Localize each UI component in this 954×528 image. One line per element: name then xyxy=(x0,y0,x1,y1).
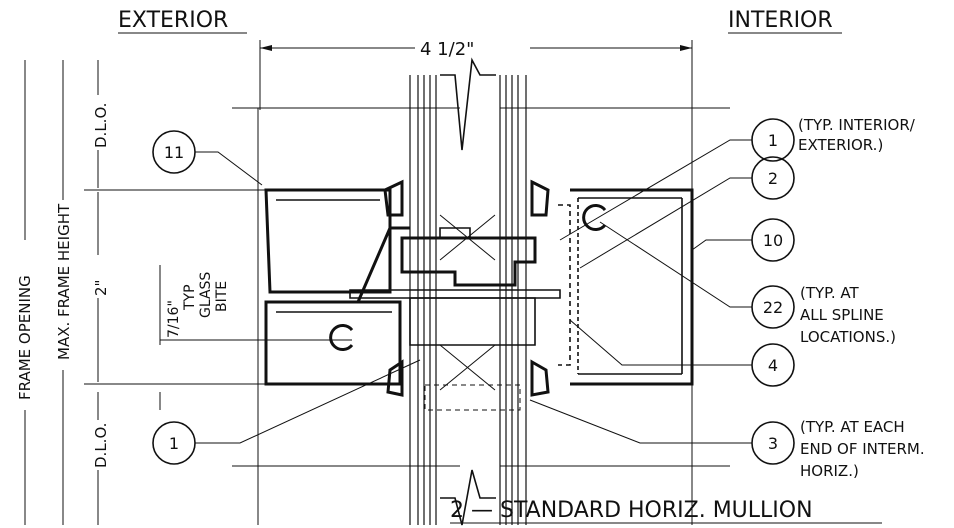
svg-text:(TYP. AT: (TYP. AT xyxy=(800,284,860,302)
callout-11: 11 xyxy=(152,130,196,174)
svg-text:10: 10 xyxy=(763,231,783,250)
svg-text:HORIZ.): HORIZ.) xyxy=(800,462,859,480)
interior-heading: INTERIOR xyxy=(728,8,833,33)
callout-1-top: 1 (TYP. INTERIOR/ EXTERIOR.) xyxy=(751,116,916,162)
callout-2: 2 xyxy=(751,156,795,200)
svg-text:LOCATIONS.): LOCATIONS.) xyxy=(800,328,896,346)
svg-text:1: 1 xyxy=(169,434,179,453)
dlo-top-label: D.L.O. xyxy=(92,103,110,148)
svg-text:3: 3 xyxy=(768,434,778,453)
svg-text:(TYP. AT EACH: (TYP. AT EACH xyxy=(800,418,905,436)
callout-22: 22 (TYP. AT ALL SPLINE LOCATIONS.) xyxy=(751,284,896,346)
exterior-frame-profile xyxy=(264,188,410,386)
svg-text:END OF INTERM.: END OF INTERM. xyxy=(800,440,925,458)
drawing-title: 2 — STANDARD HORIZ. MULLION xyxy=(450,498,813,523)
svg-text:2: 2 xyxy=(768,169,778,188)
svg-text:11: 11 xyxy=(164,143,184,162)
callout-3: 3 (TYP. AT EACH END OF INTERM. HORIZ.) xyxy=(751,418,925,480)
mullion-core xyxy=(349,227,561,411)
exterior-heading: EXTERIOR xyxy=(118,8,228,33)
callout-10: 10 xyxy=(751,218,795,262)
callout-1-bottom: 1 xyxy=(152,421,196,465)
dlo-bottom-label: D.L.O. xyxy=(92,423,110,468)
spline-clip-exterior xyxy=(329,324,354,351)
width-dimension: 4 1/2" xyxy=(420,39,474,60)
glass-bite-2: TYP xyxy=(182,284,198,311)
svg-text:4: 4 xyxy=(768,356,778,375)
glass-lites xyxy=(409,57,527,526)
glazing-gaskets xyxy=(383,179,550,397)
svg-text:22: 22 xyxy=(763,298,783,317)
svg-text:ALL SPLINE: ALL SPLINE xyxy=(800,306,884,324)
glass-bite-3: GLASS xyxy=(198,272,214,318)
leader-lines xyxy=(195,139,752,444)
svg-text:EXTERIOR.): EXTERIOR.) xyxy=(798,136,883,154)
height-dimension: 2" xyxy=(92,280,110,296)
glass-bite-1: 7/16" xyxy=(166,300,182,338)
frame-opening-label: FRAME OPENING xyxy=(16,275,34,400)
interior-frame-profile xyxy=(558,188,694,386)
spline-clip-interior xyxy=(582,204,607,231)
max-frame-height-label: MAX. FRAME HEIGHT xyxy=(55,203,73,360)
svg-text:(TYP. INTERIOR/: (TYP. INTERIOR/ xyxy=(798,116,916,134)
svg-text:1: 1 xyxy=(768,131,778,150)
glass-bite-4: BITE xyxy=(214,281,230,312)
callout-4: 4 xyxy=(751,343,795,387)
